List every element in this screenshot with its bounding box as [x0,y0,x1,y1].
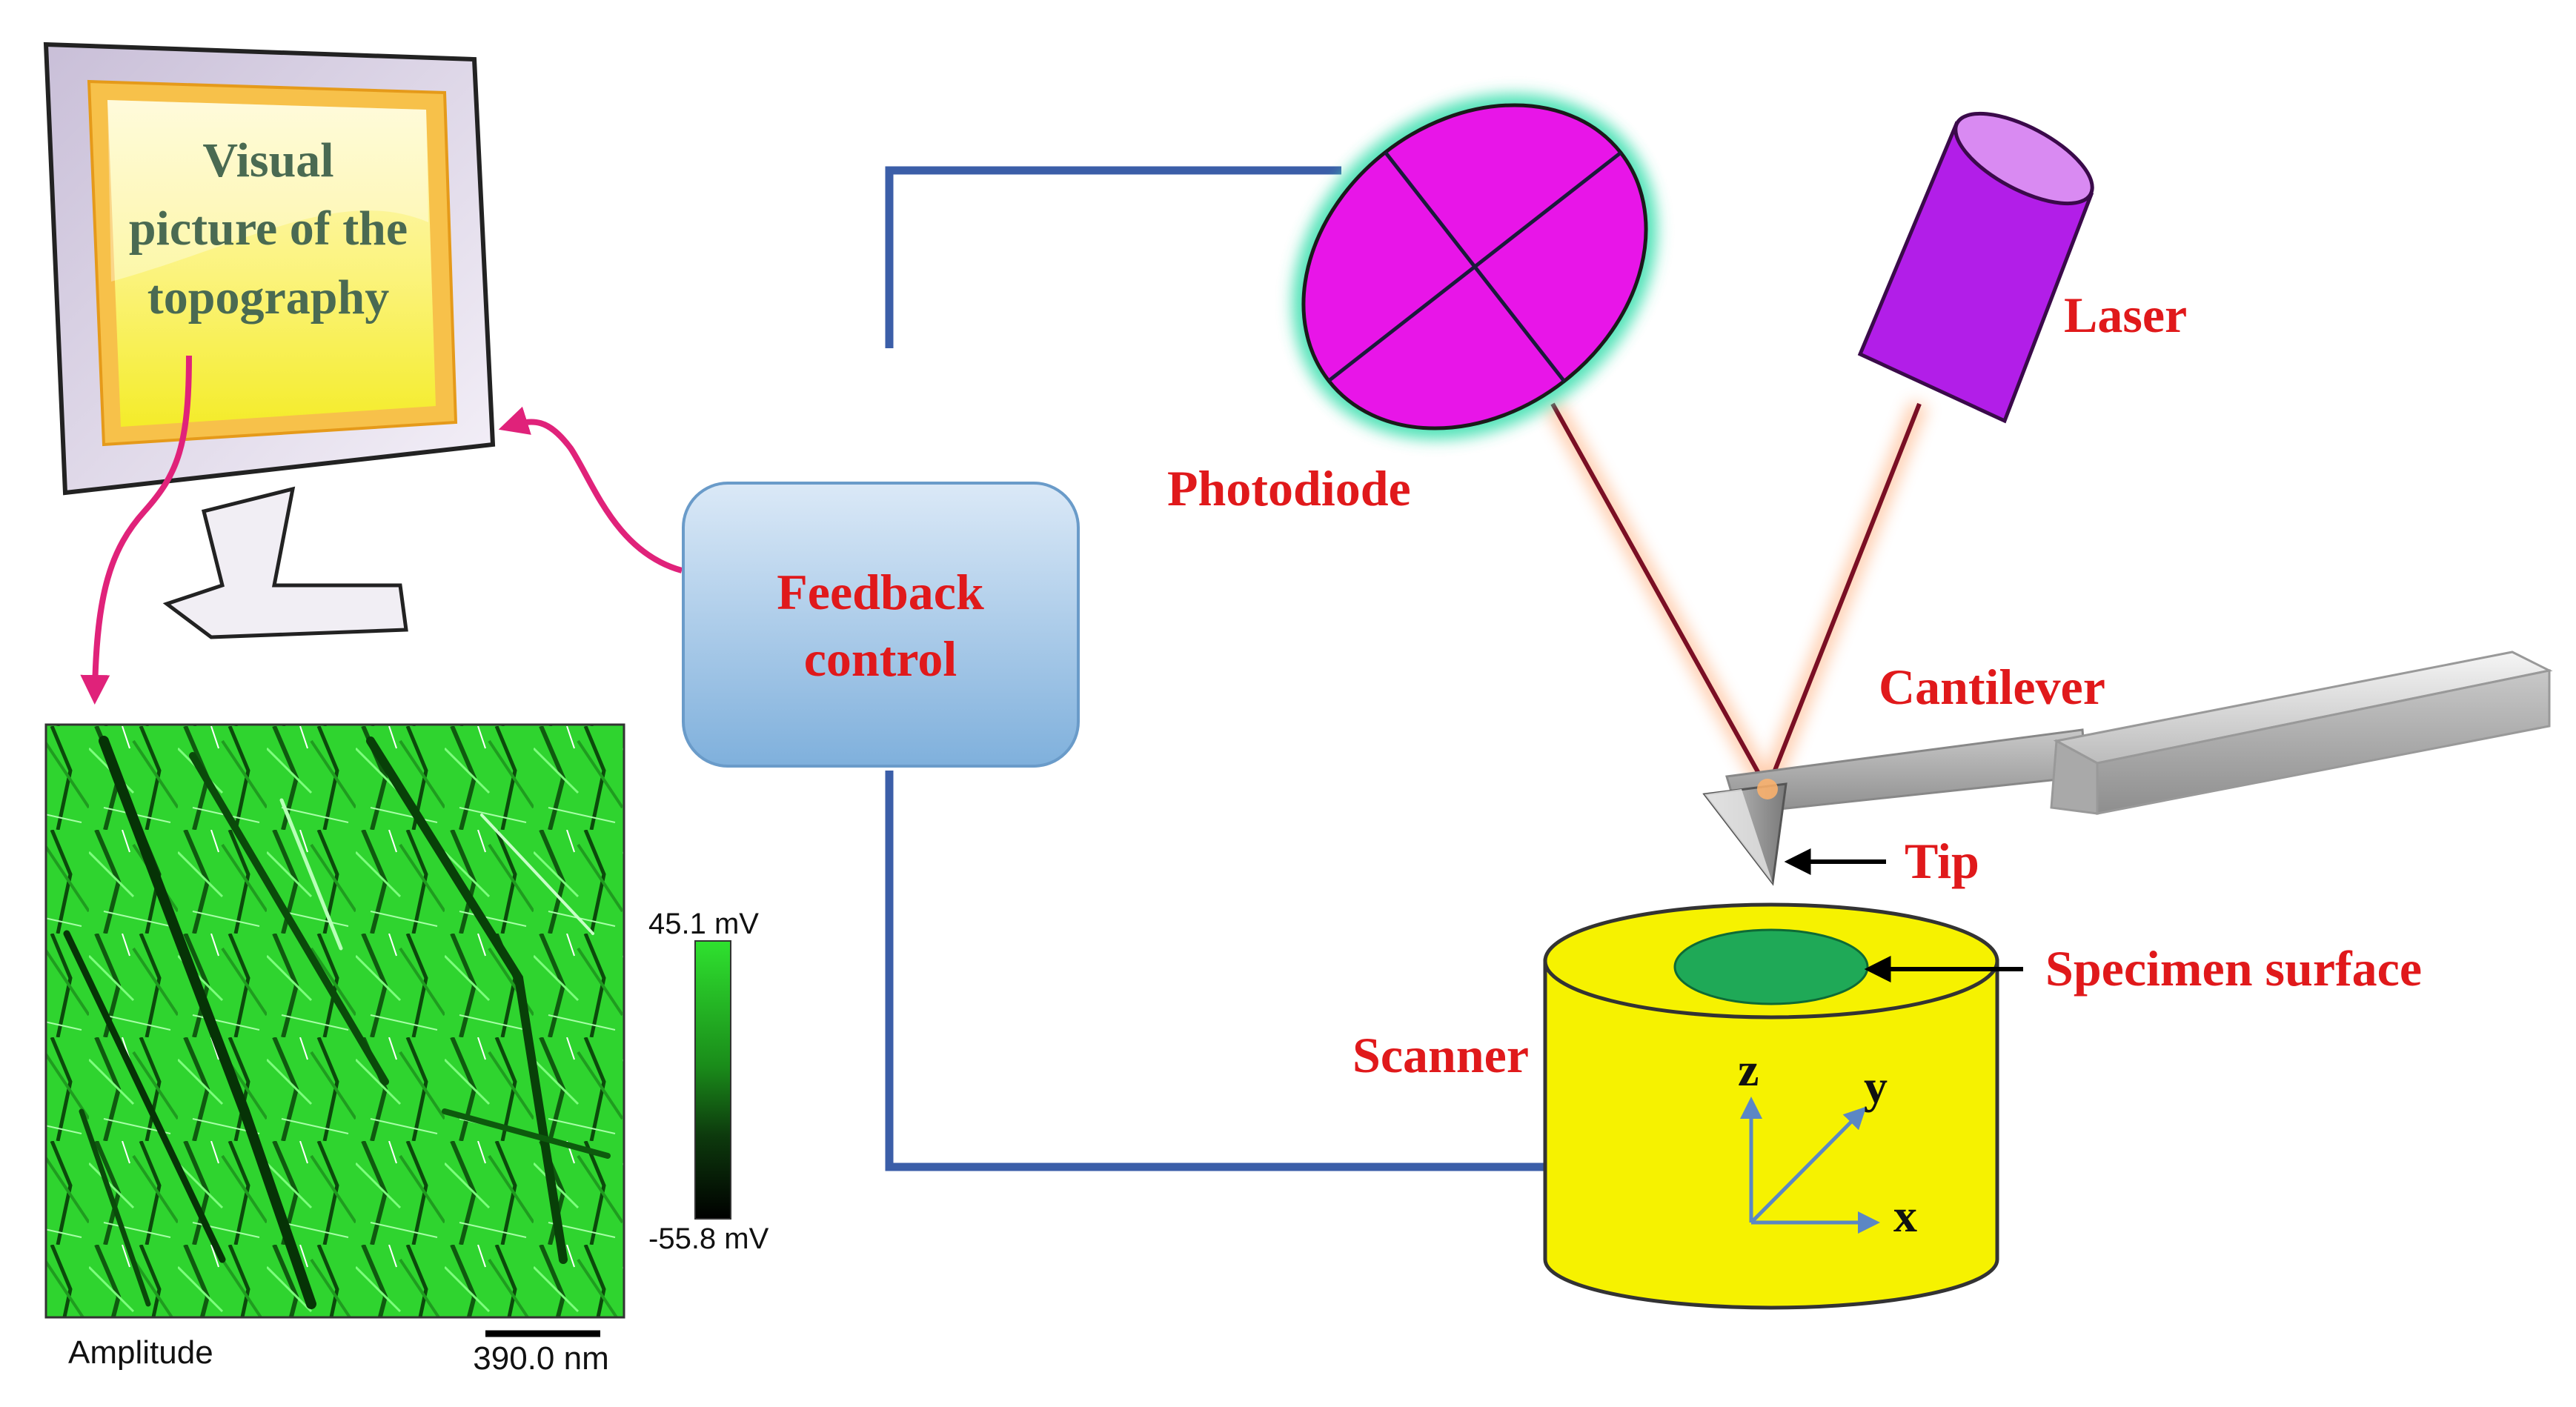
specimen-surface [1673,928,1869,1005]
cantilever-label: Cantilever [1879,659,2105,715]
axis-z-label: z [1738,1043,1759,1096]
scanner-body [1543,959,1999,1310]
wire-to-photodiode [885,166,1341,348]
afm-image-shading [63,736,611,1309]
tip-label: Tip [1905,833,1979,889]
feedback-line-1: Feedback [777,564,984,620]
scale-bar-label: 390.0 nm [473,1340,608,1377]
laser-label: Laser [2064,287,2187,343]
cantilever-chip-front [2096,669,2551,815]
wire-to-scanner [885,771,1545,1171]
axis-y-label: y [1864,1060,1888,1113]
laser-spot [1757,779,1778,799]
laser [1857,111,2094,424]
monitor: Visual picture of the topography [43,41,496,639]
colorbar-min-label: -55.8 mV [648,1223,769,1255]
axis-x-label: x [1893,1189,1917,1242]
monitor-text-line-3: topography [147,270,389,325]
feedback-line-2: control [804,631,957,687]
scanner-label: Scanner [1352,1027,1529,1083]
colorbar [694,940,731,1220]
arrow-feedback-to-monitor [498,406,683,573]
feedback-wires [885,166,1545,1171]
specimen-label: Specimen surface [2045,940,2422,997]
arrow-monitor-to-image [80,355,192,705]
scanner: z y x [1543,902,1999,1310]
monitor-stand [162,486,408,639]
monitor-text-line-1: Visual [202,133,333,187]
monitor-text-line-2: picture of the [129,202,408,256]
cantilever [1702,651,2553,886]
colorbar-max-label: 45.1 mV [648,908,759,940]
photodiode [1292,93,1658,440]
feedback-control-box: Feedback control [682,482,1080,768]
monitor-screen [107,100,436,427]
afm-image-panel: Amplitude 390.0 nm 45.1 mV -55.8 mV [44,723,769,1377]
xyz-axes [1740,1097,1880,1234]
laser-beam-reflected [1550,402,1770,791]
afm-caption: Amplitude [68,1334,213,1371]
laser-top [1953,111,2094,206]
laser-beam-incident [1765,402,1922,791]
screen-highlight [107,100,428,282]
laser-beams [1544,399,1929,794]
photodiode-label: Photodiode [1167,460,1411,516]
